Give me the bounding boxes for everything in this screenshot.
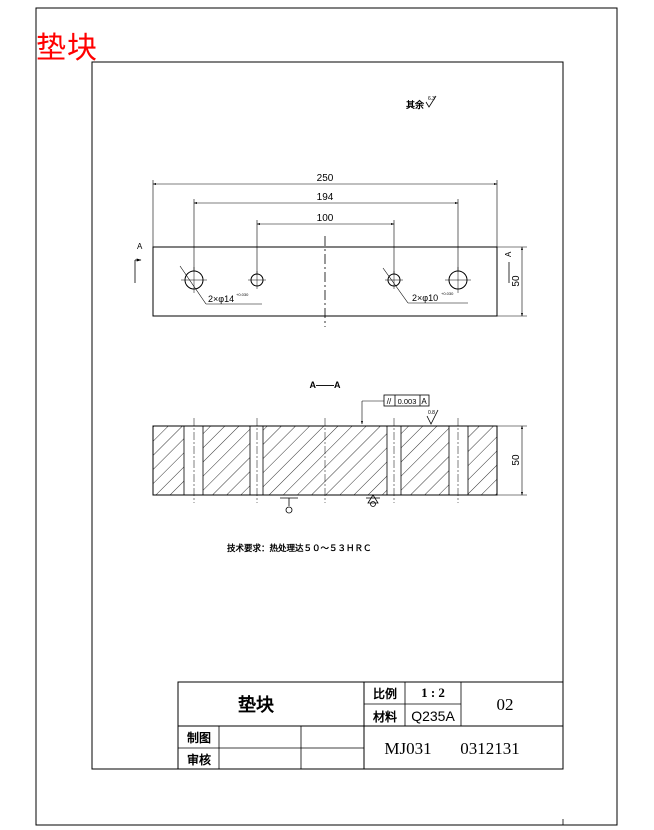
section-mark-right: A [504, 251, 513, 257]
title-block [177, 681, 564, 770]
title-material-label: 材料 [372, 709, 397, 724]
title-sheet-number: 02 [497, 695, 514, 714]
tolerance-value: 0.003 [398, 397, 417, 406]
part-name-stamp: 垫块 [36, 31, 98, 66]
default-roughness-note: 其余 6.3 [406, 95, 437, 110]
top-view: 250 194 100 50 A A 2×φ14 +0.030 2×φ10 +0… [134, 173, 527, 327]
callout-small-holes: 2×φ10 [412, 293, 438, 303]
dim-section-height: 50 [511, 454, 522, 466]
callout-large-tolerance: +0.030 [236, 292, 249, 297]
section-label: A——A [310, 380, 341, 390]
dim-overall-length: 250 [317, 173, 334, 184]
section-view: A——A 50 / [152, 380, 527, 514]
callout-small-tolerance: +0.030 [441, 291, 454, 296]
tolerance-symbol: // [387, 397, 392, 406]
title-material-value: Q235A [411, 708, 455, 724]
title-scale-value: 1 : 2 [421, 685, 445, 700]
datum-symbol-right [366, 494, 380, 507]
title-part-name: 垫块 [238, 694, 275, 716]
section-mark-left: A [137, 242, 143, 251]
tolerance-frame: // 0.003 A [360, 394, 430, 425]
dim-inner-hole-spacing: 100 [317, 213, 334, 224]
dim-top-height: 50 [511, 275, 522, 287]
title-drawing-number: 0312131 [460, 739, 520, 758]
surface-roughness-icon [426, 409, 439, 425]
surface-roughness-value: 0.8 [428, 410, 435, 416]
roughness-note-value: 6.3 [428, 96, 435, 102]
technical-requirement: 技术要求：热处理达５０～５３ＨＲＣ [227, 543, 372, 553]
roughness-symbol-icon [425, 95, 437, 108]
callout-large-holes: 2×φ14 [208, 294, 234, 304]
dim-outer-hole-spacing: 194 [317, 192, 334, 203]
drawing-frame [91, 61, 564, 770]
title-drawn-label: 制图 [187, 730, 211, 745]
tolerance-datum: A [421, 397, 427, 406]
title-drawing-code: MJ031 [384, 739, 431, 758]
datum-symbol-left [280, 497, 298, 514]
title-scale-label: 比例 [373, 686, 397, 701]
title-checked-label: 审核 [187, 752, 211, 767]
roughness-note-label: 其余 [406, 99, 425, 110]
outer-sheet-border [35, 7, 618, 826]
